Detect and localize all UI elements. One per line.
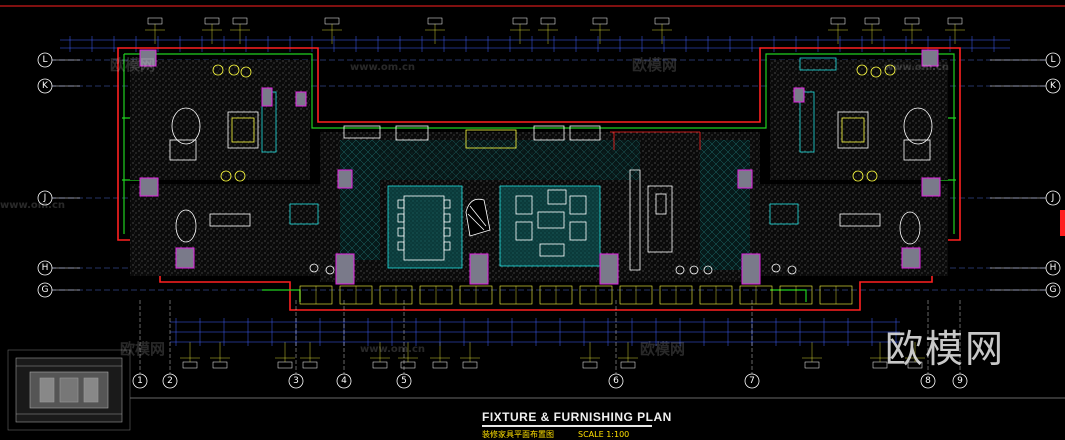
row-bubble-right-j: J [1045, 190, 1061, 206]
row-grid-bubbles-left: L K J H G [37, 52, 80, 298]
row-bubble-left-j: J [37, 190, 53, 206]
bar-counter [629, 169, 713, 275]
row-bubble-right-h-label: H [1050, 263, 1057, 273]
column-bubble-4-label: 4 [341, 376, 347, 386]
row-bubble-left-g: G [37, 282, 53, 298]
watermark-domain-2: www.om.cn [0, 200, 66, 211]
grand-piano [465, 198, 491, 237]
column-bubble-5-label: 5 [401, 376, 407, 386]
lounge-carpet [499, 185, 601, 267]
key-plan-inset [7, 349, 131, 431]
left-bath-floor [130, 184, 340, 276]
column-bubble-2: 2 [162, 373, 178, 389]
drawing-title-block: FIXTURE & FURNISHING PLAN 装修家具平面布置图 SCALE… [482, 410, 672, 440]
column-bubble-2-label: 2 [167, 376, 173, 386]
left-suite-furniture [169, 64, 277, 182]
watermark-brand-2: 欧模网 [632, 56, 678, 74]
column-bubble-1-label: 1 [137, 376, 143, 386]
row-bubble-left-k: K [37, 78, 53, 94]
title-underline [482, 425, 652, 427]
row-bubble-right-l-label: L [1050, 55, 1055, 65]
lounge-sofas [515, 189, 587, 257]
row-bubble-left-l: L [37, 52, 53, 68]
column-bubble-3: 3 [288, 373, 304, 389]
column-bubble-7: 7 [744, 373, 760, 389]
top-annotation-tags [145, 17, 965, 44]
left-tile-area [340, 140, 380, 260]
column-grid-bubbles: 1 2 3 4 5 6 7 8 9 [132, 300, 968, 389]
central-tile-area [380, 140, 640, 180]
drawing-scale: SCALE 1:100 [578, 430, 630, 439]
column-bubble-7-label: 7 [749, 376, 755, 386]
row-bubble-left-h: H [37, 260, 53, 276]
column-bubble-9: 9 [952, 373, 968, 389]
watermark-brand-4: 欧模网 [640, 340, 686, 358]
dining-carpet [387, 185, 463, 269]
column-bubble-4: 4 [336, 373, 352, 389]
watermark-brand-large: 欧模网 [884, 327, 1005, 371]
drawing-title: FIXTURE & FURNISHING PLAN [482, 410, 672, 424]
service-counters [343, 125, 701, 150]
watermark-domain-3: www.om.cn [884, 62, 950, 73]
drawing-subtitle: 装修家具平面布置图 [482, 430, 554, 439]
row-grid-bubbles-right: L K J H G [990, 52, 1061, 298]
column-bubble-3-label: 3 [293, 376, 299, 386]
right-suite-furniture [799, 57, 933, 182]
column-bubble-6: 6 [608, 373, 624, 389]
right-bath-fixtures [769, 203, 921, 275]
row-bubble-right-j-label: J [1051, 193, 1055, 203]
column-bubble-5: 5 [396, 373, 412, 389]
dining-table [397, 195, 451, 261]
right-suite-floor [770, 60, 948, 180]
row-bubble-left-h-label: H [42, 263, 49, 273]
row-bubble-right-l: L [1045, 52, 1061, 68]
column-bubble-9-label: 9 [957, 376, 963, 386]
drawing-subtitle-line: 装修家具平面布置图 SCALE 1:100 [482, 429, 662, 440]
sheet-edge-marker [1060, 210, 1065, 236]
right-tile-area [700, 140, 750, 270]
left-suite-floor [130, 60, 310, 180]
structural-columns [139, 49, 941, 285]
watermark-brand-3: 欧模网 [120, 340, 166, 358]
row-bubble-left-k-label: K [42, 81, 49, 91]
row-bubble-left-j-label: J [43, 193, 47, 203]
watermark-domain-1: www.om.cn [350, 62, 416, 73]
column-bubble-8-label: 8 [925, 376, 931, 386]
column-bubble-6-label: 6 [613, 376, 619, 386]
facade-bays [299, 285, 853, 305]
row-bubble-right-k-label: K [1050, 81, 1057, 91]
left-bath-fixtures [175, 203, 335, 275]
watermark-domain-4: www.om.cn [360, 344, 426, 355]
row-bubble-right-g-label: G [1050, 285, 1057, 295]
row-bubble-left-l-label: L [42, 55, 47, 65]
row-bubble-right-h: H [1045, 260, 1061, 276]
bottom-annotation-tags [180, 342, 925, 369]
column-bubble-8: 8 [920, 373, 936, 389]
row-bubble-left-g-label: G [42, 285, 49, 295]
watermark-brand-1: 欧模网 [110, 56, 156, 74]
column-bubble-1: 1 [132, 373, 148, 389]
row-bubble-right-k: K [1045, 78, 1061, 94]
row-bubble-right-g: G [1045, 282, 1061, 298]
